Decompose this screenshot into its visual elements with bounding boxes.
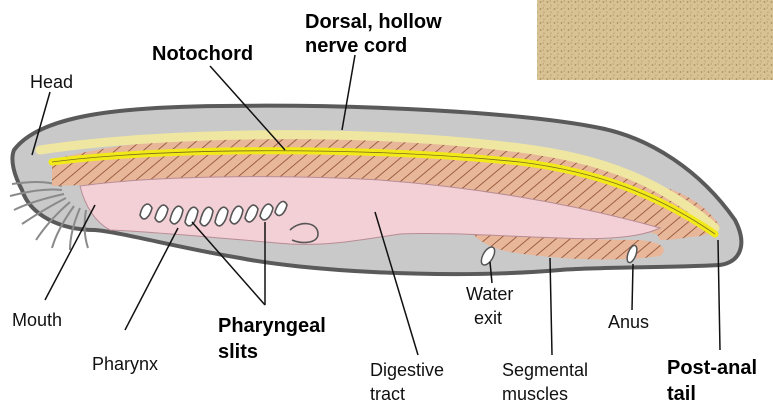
label-digestive-tract-line1: Digestive	[370, 360, 444, 380]
label-post-anal-tail-line2: tail	[667, 383, 696, 405]
label-notochord: Notochord	[152, 43, 253, 65]
label-anus: Anus	[608, 312, 649, 332]
label-pharynx: Pharynx	[92, 354, 158, 374]
pharynx-hook	[290, 224, 318, 243]
label-dorsal-nerve-cord-line1: Dorsal, hollow	[305, 11, 442, 33]
label-dorsal-nerve-cord-line2: nerve cord	[305, 35, 407, 57]
sand-texture	[537, 0, 773, 80]
label-head: Head	[30, 72, 73, 92]
label-water-exit-line1: Water	[466, 284, 513, 304]
label-pharyngeal-slits-line2: slits	[218, 341, 258, 363]
label-pharyngeal-slits-line1: Pharyngeal	[218, 315, 326, 337]
label-segmental-muscles-line2: muscles	[502, 384, 568, 404]
label-post-anal-tail-line1: Post-anal	[667, 357, 757, 379]
label-segmental-muscles-line1: Segmental	[502, 360, 588, 380]
label-mouth: Mouth	[12, 310, 62, 330]
label-water-exit-line2: exit	[474, 308, 502, 328]
label-digestive-tract-line2: tract	[370, 384, 405, 404]
